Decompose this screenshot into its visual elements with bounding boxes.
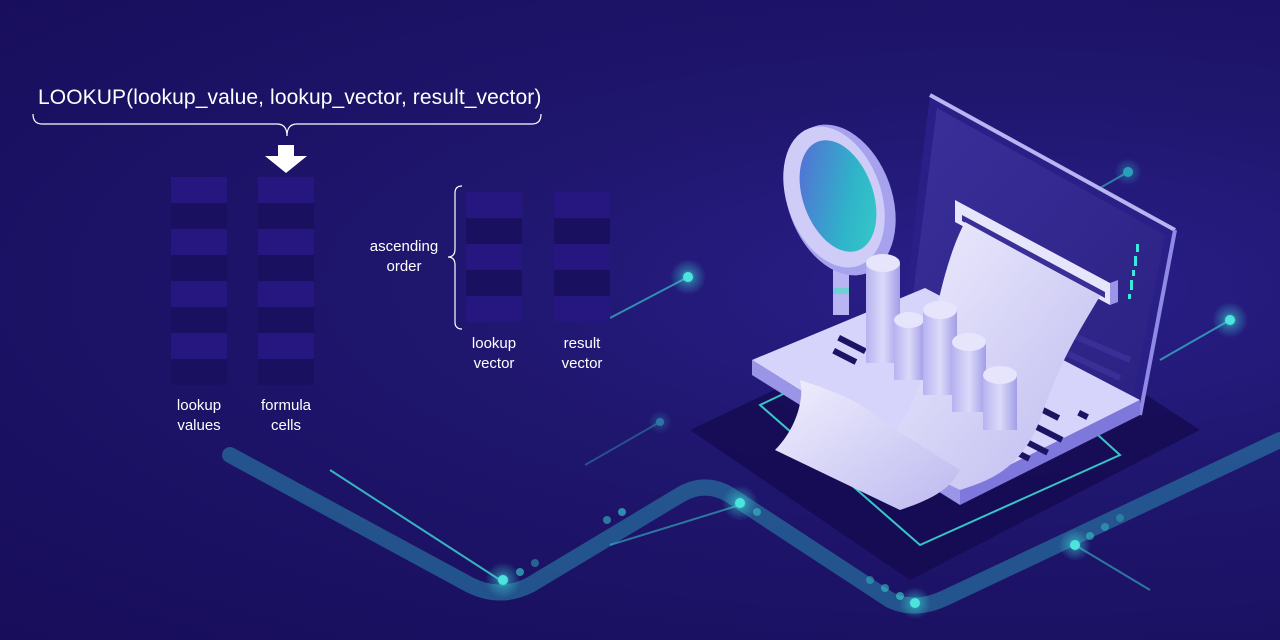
lookup-values-label: lookup values xyxy=(171,396,227,436)
formula-text: LOOKUP(lookup_value, lookup_vector, resu… xyxy=(38,86,542,109)
cell xyxy=(554,192,610,218)
cell xyxy=(258,177,314,203)
label-line: formula xyxy=(260,397,312,414)
cell xyxy=(554,296,610,322)
lookup-vector-column xyxy=(466,192,522,322)
label-line: values xyxy=(177,417,221,434)
label-line: cells xyxy=(270,417,301,434)
curly-brace-icon xyxy=(32,113,542,137)
result-vector-column xyxy=(554,192,610,322)
cell xyxy=(171,281,227,307)
cell xyxy=(554,270,610,296)
cell xyxy=(171,333,227,359)
lookup-values-column xyxy=(171,177,227,385)
receipt-paper-icon xyxy=(775,200,1118,510)
formula-cells-label: formula cells xyxy=(251,396,321,436)
cell xyxy=(258,333,314,359)
magnifying-glass-icon xyxy=(783,124,896,315)
curly-brace-icon xyxy=(447,185,463,330)
lookup-vector-label: lookup vector xyxy=(463,334,525,374)
cell xyxy=(466,296,522,322)
formula-cells-column xyxy=(258,177,314,385)
result-vector-label: result vector xyxy=(551,334,613,374)
label-line: lookup xyxy=(471,335,517,352)
cell xyxy=(171,255,227,281)
cell xyxy=(258,229,314,255)
cell xyxy=(554,218,610,244)
label-line: vector xyxy=(561,355,603,372)
cell xyxy=(258,359,314,385)
cell xyxy=(171,307,227,333)
cell xyxy=(171,359,227,385)
cell xyxy=(466,192,522,218)
label-line: ascending xyxy=(369,238,439,255)
cell xyxy=(466,270,522,296)
circuit-traces xyxy=(222,158,1280,619)
cell xyxy=(258,203,314,229)
label-line: vector xyxy=(473,355,515,372)
bar-chart-icon xyxy=(866,254,1017,430)
cell xyxy=(171,229,227,255)
label-line: order xyxy=(386,258,422,275)
down-arrow-icon xyxy=(265,145,307,173)
cell xyxy=(171,203,227,229)
cell xyxy=(466,218,522,244)
label-line: result xyxy=(563,335,601,352)
cell xyxy=(258,307,314,333)
cell xyxy=(554,244,610,270)
cell xyxy=(466,244,522,270)
cell xyxy=(171,177,227,203)
cell xyxy=(258,255,314,281)
label-line: lookup xyxy=(176,397,222,414)
cell xyxy=(258,281,314,307)
ascending-order-label: ascending order xyxy=(360,237,448,277)
